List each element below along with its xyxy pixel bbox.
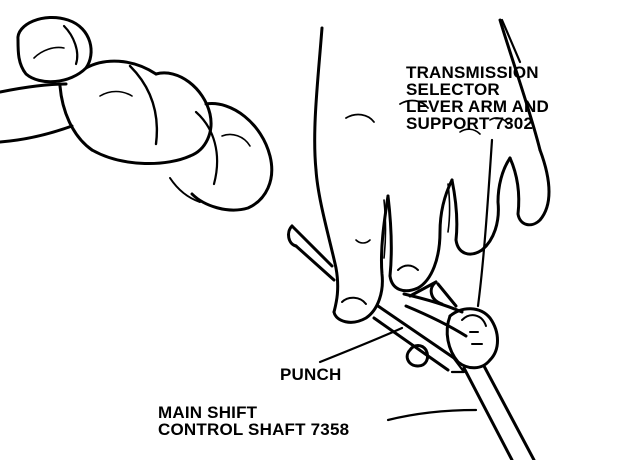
punch-tool	[287, 224, 466, 374]
hand	[313, 18, 551, 324]
punch-label: PUNCH	[280, 365, 342, 384]
selector-lever-arm-label: TRANSMISSION SELECTOR LEVER ARM AND SUPP…	[406, 63, 550, 133]
main-shift-control-shaft	[408, 280, 536, 460]
main-shift-leader	[386, 408, 478, 422]
hammer	[0, 15, 274, 212]
selector-arm-leader-2	[500, 18, 522, 64]
main-shift-control-shaft-label: MAIN SHIFT CONTROL SHAFT 7358	[158, 403, 350, 439]
selector-arm-leader	[476, 138, 494, 308]
leader-lines	[318, 18, 522, 422]
punch-leader	[318, 326, 404, 364]
